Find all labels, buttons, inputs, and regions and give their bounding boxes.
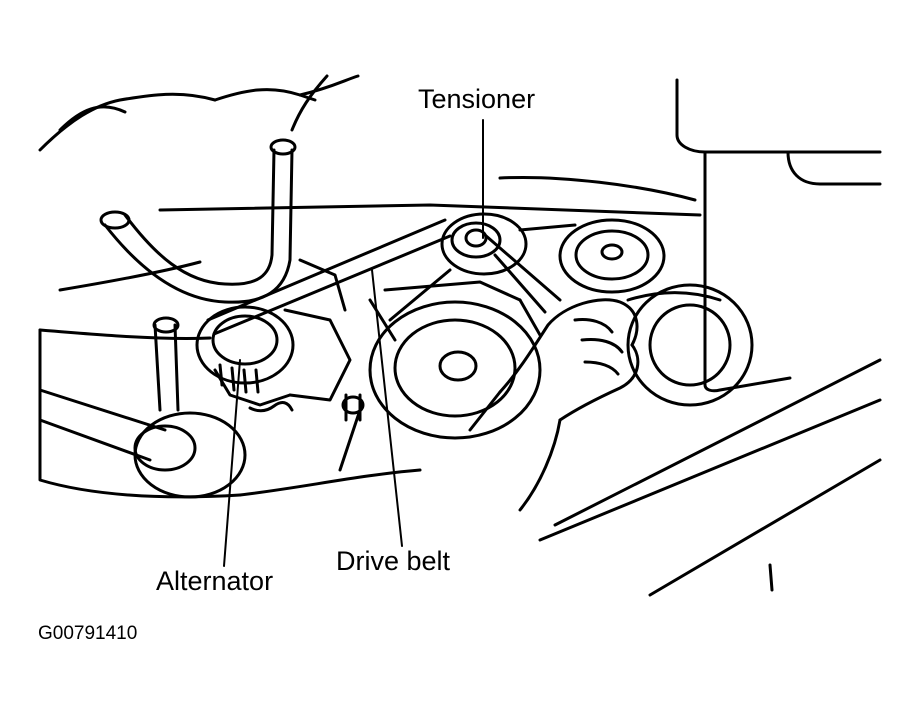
idler-pulleys <box>558 218 754 407</box>
lower-pipe <box>38 388 247 499</box>
drive-belt-leader <box>371 269 403 547</box>
wrench <box>483 233 562 314</box>
drive-belt-label: Drive belt <box>336 546 451 576</box>
crank-pulley <box>368 280 542 440</box>
figure-id: G00791410 <box>38 623 138 644</box>
engine-body <box>38 74 882 499</box>
alternator-body <box>195 258 352 413</box>
hand <box>468 298 640 512</box>
bolt <box>341 393 365 422</box>
lower-structure <box>238 358 882 597</box>
drive-belt <box>206 218 577 336</box>
tensioner-label: Tensioner <box>418 84 536 114</box>
leader-lines <box>223 119 484 567</box>
alternator-label: Alternator <box>156 566 274 596</box>
alternator-leader <box>223 359 241 567</box>
coolant-hoses <box>99 138 297 412</box>
